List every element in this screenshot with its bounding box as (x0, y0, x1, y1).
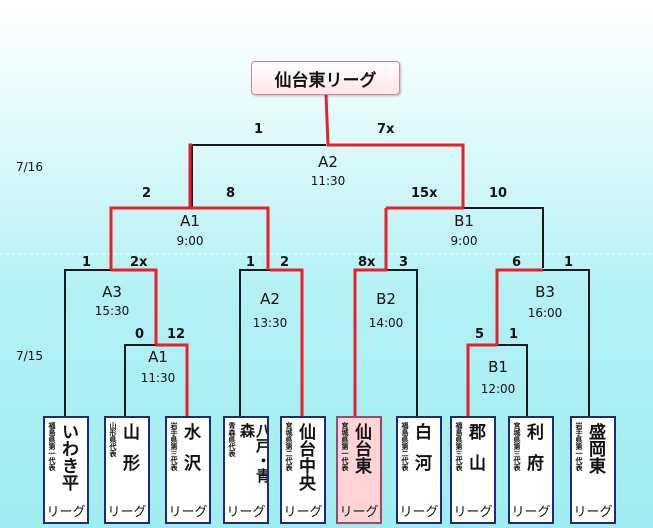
time-B2: 14:00 (368, 316, 404, 330)
score-B1b-left: 5 (475, 327, 485, 342)
time-semiA: 9:00 (176, 234, 204, 248)
round-B2: B2 (376, 290, 396, 308)
winner-paths (109, 93, 543, 418)
time-A2b: 13:30 (252, 316, 288, 330)
team-card-mizusawa: 岩手県第三代表 水沢 リーグ (165, 416, 211, 524)
score-semiA-right: 8 (226, 186, 236, 201)
team-pref: 山形県代表 (109, 422, 117, 457)
score-B3-left: 6 (512, 255, 522, 270)
team-card-sendai-chuo: 宮城県第二代表 仙台中央 リーグ (280, 416, 326, 524)
champion-box: 仙台東リーグ (251, 61, 400, 95)
round-A1b: A1 (148, 348, 168, 366)
time-A1b: 11:30 (140, 371, 176, 385)
team-name: 郡山 (465, 423, 485, 485)
time-B1b: 12:00 (480, 382, 516, 396)
score-A1b-right: 12 (167, 327, 186, 342)
team-pref: 福島県第一代表 (48, 422, 56, 471)
score-B2-left: 8x (358, 255, 376, 270)
score-semiB-left: 15x (411, 186, 438, 201)
time-semiB: 9:00 (450, 234, 478, 248)
team-card-morioka-higashi: 岩手県第一代表 盛岡東 リーグ (570, 416, 616, 524)
team-name: いわき平 (58, 423, 78, 491)
score-A2b-left: 1 (246, 255, 256, 270)
round-A3: A3 (102, 283, 122, 301)
team-name: 山形 (119, 423, 139, 485)
champion-title: 仙台東リーグ (274, 70, 377, 91)
team-league: リーグ (46, 505, 86, 520)
team-card-hachinohe: 青森県代表 八戸・青森 リーグ (223, 416, 269, 524)
team-name: 仙台中央 (295, 423, 315, 491)
team-card-shirakawa: 福島県第二代表 白河 リーグ (396, 416, 442, 524)
team-league: リーグ (399, 505, 439, 520)
team-league: リーグ (339, 505, 379, 520)
team-league: リーグ (107, 505, 147, 520)
team-name: 仙台東 (351, 423, 371, 474)
round-final: A2 (318, 153, 338, 171)
score-A1b-left: 0 (135, 327, 145, 342)
team-card-rifu: 宮城県第三代表 利府 リーグ (508, 416, 554, 524)
date-label-day1: 7/15 (16, 349, 43, 363)
team-pref: 宮城県第二代表 (285, 422, 293, 471)
round-B3: B3 (535, 283, 555, 301)
team-pref: 宮城県第一代表 (341, 422, 349, 471)
time-A3: 15:30 (94, 304, 130, 318)
team-card-yamagata: 山形県代表 山形 リーグ (104, 416, 150, 524)
team-league: リーグ (226, 505, 266, 520)
score-semiA-left: 2 (142, 186, 152, 201)
score-A3-left: 1 (82, 255, 92, 270)
team-pref: 岩手県第一代表 (575, 422, 583, 471)
round-B1b: B1 (488, 358, 508, 376)
team-pref: 青森県代表 (228, 422, 236, 457)
team-name: 水沢 (180, 423, 200, 485)
team-card-iwaki: 福島県第一代表 いわき平 リーグ (43, 416, 89, 524)
team-league: リーグ (283, 505, 323, 520)
team-pref: 岩手県第三代表 (170, 422, 178, 471)
score-A2b-right: 2 (280, 255, 290, 270)
team-card-koriyama: 福島県第三代表 郡山 リーグ (450, 416, 496, 524)
team-card-sendai-higashi: 宮城県第一代表 仙台東 リーグ (336, 416, 382, 524)
team-name: 白河 (411, 423, 431, 485)
team-pref: 福島県第三代表 (455, 422, 463, 471)
team-name: 盛岡東 (585, 423, 605, 474)
score-B3-right: 1 (564, 255, 574, 270)
team-pref: 福島県第二代表 (401, 422, 409, 471)
team-name: 八戸・青森 (238, 423, 269, 483)
score-B1b-right: 1 (509, 327, 519, 342)
team-pref: 宮城県第三代表 (513, 422, 521, 471)
round-semiA: A1 (180, 212, 200, 230)
score-final-right: 7x (377, 122, 395, 137)
time-B3: 16:00 (527, 306, 563, 320)
round-A2b: A2 (260, 290, 280, 308)
score-final-left: 1 (254, 122, 264, 137)
time-final: 11:30 (310, 174, 346, 188)
team-league: リーグ (573, 505, 613, 520)
team-name: 利府 (523, 423, 543, 485)
team-league: リーグ (168, 505, 208, 520)
date-label-day2: 7/16 (16, 160, 43, 174)
score-A3-right: 2x (130, 255, 148, 270)
team-league: リーグ (511, 505, 551, 520)
score-B2-right: 3 (399, 255, 409, 270)
round-semiB: B1 (454, 212, 474, 230)
team-league: リーグ (453, 505, 493, 520)
score-semiB-right: 10 (489, 186, 508, 201)
